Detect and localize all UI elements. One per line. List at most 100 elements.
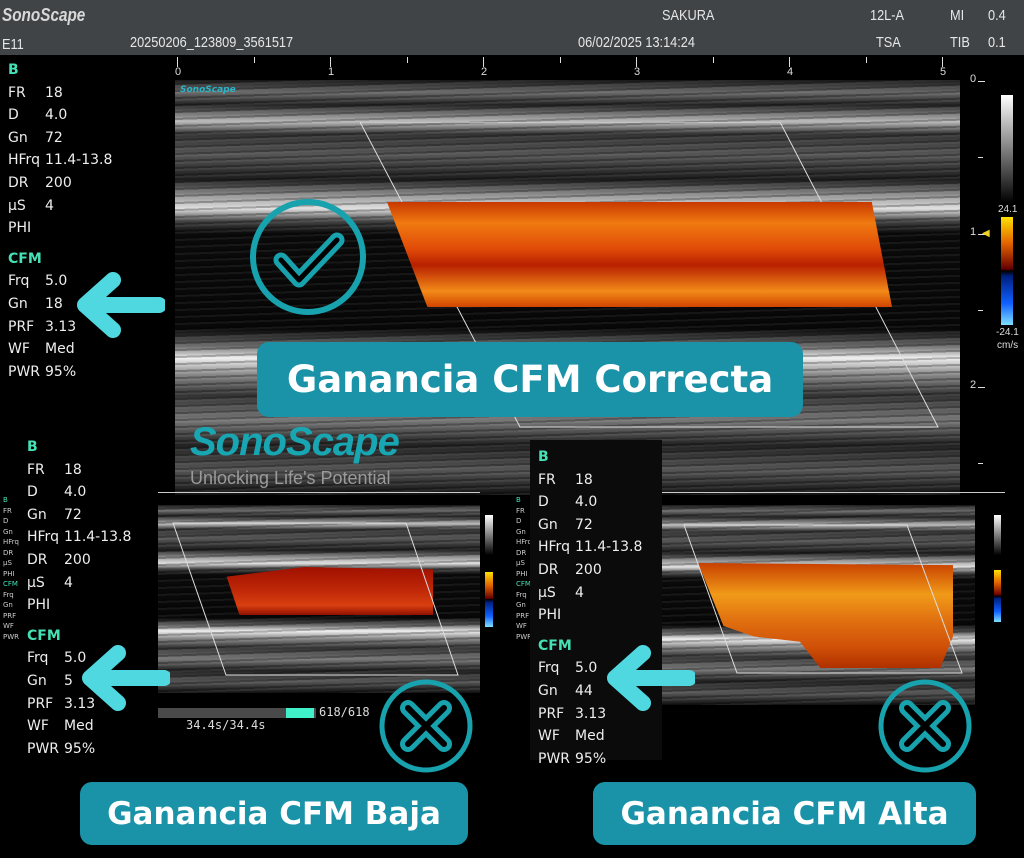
param-row: PHI	[27, 594, 131, 617]
param-value: 4	[64, 574, 73, 591]
depth-tick	[978, 463, 983, 464]
param-value: 11.4-13.8	[64, 529, 132, 546]
tib-value: 0.1	[988, 34, 1006, 51]
param-key: µS	[8, 197, 26, 214]
param-value: 3.13	[64, 695, 96, 712]
tiny-param: FR	[516, 506, 525, 515]
param-key: DR	[8, 174, 29, 191]
tiny-param: Frq	[3, 590, 14, 599]
colorbar-max: 24.1	[998, 204, 1018, 215]
ruler-minor-tick	[560, 57, 561, 63]
label-correct-gain: Ganancia CFM Correcta	[257, 342, 803, 417]
param-value: Med	[64, 718, 94, 735]
param-value: 3.13	[575, 705, 607, 722]
param-value: 4	[575, 584, 584, 601]
param-key: PWR	[27, 740, 60, 757]
tiny-param: Gn	[3, 527, 13, 536]
watermark-brand: SonoScape	[190, 420, 400, 464]
param-key: FR	[8, 84, 26, 101]
tiny-param: Gn	[516, 601, 526, 609]
tiny-param: PHI	[516, 569, 528, 578]
tiny-cfm: CFM	[516, 580, 531, 588]
param-section-cfm: CFM	[538, 637, 572, 654]
param-value: 4	[45, 197, 54, 214]
param-value: 18	[64, 461, 82, 478]
depth-label-2: 2	[970, 379, 977, 391]
param-value: Med	[45, 341, 75, 358]
tiny-param: PHI	[3, 569, 15, 578]
ruler-minor-tick	[866, 57, 867, 63]
arrow-left-icon	[73, 272, 165, 338]
depth-scale: 0 1 2 ◀ 24.1 -24.1 cm/s	[960, 73, 1024, 480]
tiny-b: B	[3, 496, 8, 504]
param-value: 5.0	[575, 660, 598, 677]
ultrasound-image-low	[158, 505, 480, 693]
playback-handle[interactable]	[286, 708, 314, 718]
grayscale-bar-low	[485, 515, 493, 555]
patient-id: 20250206_123809_3561517	[130, 34, 294, 51]
header-bar: SonoScape SAKURA 12L-A MI 0.4 E11 202502…	[0, 0, 1024, 55]
arrow-left-icon	[603, 645, 695, 711]
patient-name: SAKURA	[662, 7, 715, 24]
param-row: WF Med	[27, 715, 131, 738]
tiny-param: HFrq	[516, 538, 532, 546]
depth-tick	[978, 81, 985, 82]
tiny-param: DR	[3, 548, 14, 557]
param-key: D	[8, 107, 19, 124]
depth-tick	[978, 234, 985, 235]
playback-progress-track[interactable]	[158, 708, 316, 718]
param-value: 72	[575, 516, 593, 533]
param-key: FR	[538, 471, 556, 488]
ruler-label: 2	[481, 66, 488, 78]
roi-box	[360, 122, 940, 432]
tiny-param: FR	[3, 506, 12, 515]
brand-logo: SonoScape	[2, 5, 86, 25]
param-row: FR 18	[538, 469, 642, 492]
ruler-minor-tick	[254, 57, 255, 63]
colorbar-unit: cm/s	[997, 340, 1019, 351]
param-key: WF	[538, 728, 560, 745]
label-low-gain: Ganancia CFM Baja	[80, 782, 468, 845]
tiny-param: µS	[3, 559, 12, 567]
ruler-label: 1	[328, 66, 335, 78]
param-key: Frq	[538, 660, 560, 677]
param-row: D 4.0	[538, 491, 642, 514]
param-value: 4.0	[575, 494, 598, 511]
param-key: D	[538, 494, 549, 511]
baseline-marker-icon: ◀	[982, 228, 990, 239]
preset-name: TSA	[876, 34, 901, 51]
param-value: 5.0	[45, 273, 68, 290]
tiny-param: Gn	[516, 527, 526, 536]
tiny-param: D	[516, 517, 522, 525]
param-section-b: B	[8, 62, 19, 78]
param-value: 3.13	[45, 318, 77, 335]
param-section-b: B	[27, 439, 38, 455]
param-key: WF	[27, 718, 49, 735]
playback-time: 34.4s/34.4s	[186, 718, 266, 732]
param-value: 4.0	[45, 107, 68, 124]
color-flow-region	[226, 567, 433, 615]
mi-value: 0.4	[988, 7, 1006, 24]
tiny-param: WF	[516, 622, 527, 630]
ruler-minor-tick	[713, 57, 714, 63]
depth-tick	[978, 157, 983, 158]
param-value: 95%	[575, 750, 607, 767]
param-section-cfm: CFM	[27, 627, 61, 644]
param-value: 18	[575, 471, 593, 488]
param-key: PWR	[8, 363, 41, 380]
param-key: DR	[538, 561, 559, 578]
